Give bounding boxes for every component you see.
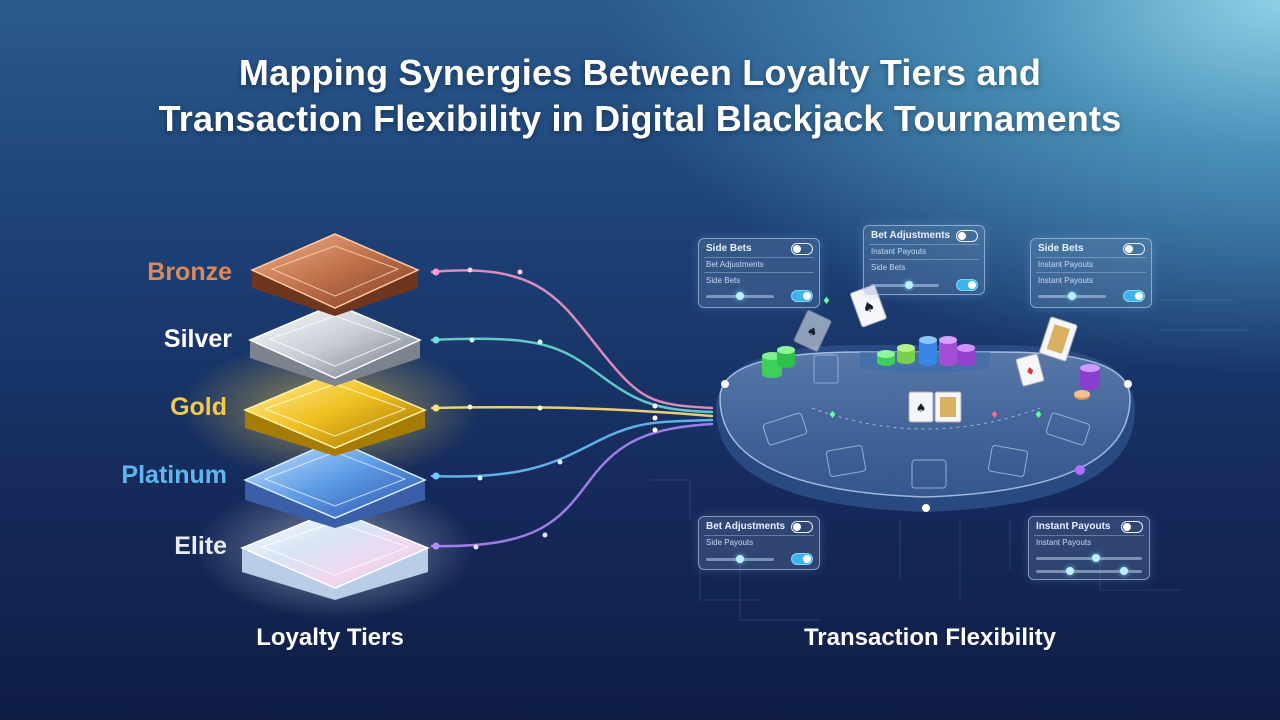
panel-slider[interactable] <box>1036 567 1142 575</box>
panel-toggle[interactable] <box>1123 290 1145 302</box>
chip-stacks <box>762 336 1100 400</box>
panel-bottom-left: Bet Adjustments Side Payouts <box>698 516 820 570</box>
panel-row: Side Bets <box>706 276 741 285</box>
gold-hexagon <box>243 371 427 456</box>
panel-row: Side Bets <box>871 263 906 272</box>
tier-label-platinum: Platinum <box>121 461 227 489</box>
panel-row: Instant Payouts <box>1036 538 1092 547</box>
svg-text:♠: ♠ <box>916 401 927 415</box>
panel-row: Instant Payouts <box>1038 260 1094 269</box>
svg-text:♦: ♦ <box>828 410 837 421</box>
bet-adjustments-toggle[interactable] <box>791 521 813 533</box>
panel-slider[interactable] <box>706 555 774 563</box>
svg-text:♠: ♠ <box>860 298 877 317</box>
blackjack-table <box>716 345 1135 512</box>
tier-label-bronze: Bronze <box>147 258 232 286</box>
panel-bottom-right: Instant Payouts Instant Payouts <box>1028 516 1150 580</box>
divider <box>1036 272 1146 273</box>
divider <box>1036 257 1146 258</box>
panel-slider[interactable] <box>706 292 774 300</box>
panel-toggle[interactable] <box>956 279 978 291</box>
page-title: Mapping Synergies Between Loyalty Tiers … <box>0 50 1280 142</box>
panel-row: Side Payouts <box>706 538 754 547</box>
loyalty-tiers-label: Loyalty Tiers <box>256 624 404 651</box>
platinum-connector <box>430 418 714 478</box>
divider <box>1034 535 1144 536</box>
divider <box>704 272 814 273</box>
svg-text:♦: ♦ <box>822 296 831 307</box>
title-line-1: Mapping Synergies Between Loyalty Tiers … <box>238 52 1042 93</box>
panel-header: Instant Payouts <box>1036 521 1111 532</box>
tier-label-silver: Silver <box>163 325 232 353</box>
transaction-flexibility-label: Transaction Flexibility <box>803 624 1057 651</box>
elite-hexagon <box>240 509 430 600</box>
elite-connector <box>430 422 714 548</box>
panel-toggle[interactable] <box>791 553 813 565</box>
svg-text:♦: ♦ <box>1024 364 1037 379</box>
silver-hexagon <box>248 303 422 386</box>
panel-row: Instant Payouts <box>1038 276 1094 285</box>
title-line-2: Transaction Flexibility in Digital Black… <box>158 98 1122 139</box>
divider <box>869 259 979 260</box>
playing-cards: ♠ ♠ ♠ ♦ ♦ ♦ ♦ ♦ <box>793 284 1078 423</box>
circuit-traces <box>650 299 1250 621</box>
panel-row: Instant Payouts <box>871 247 927 256</box>
divider <box>869 244 979 245</box>
side-bets-toggle[interactable] <box>791 243 813 255</box>
svg-text:♦: ♦ <box>990 410 999 421</box>
panel-top-center: Bet Adjustments Instant Payouts Side Bet… <box>863 225 985 295</box>
panel-slider[interactable] <box>1038 292 1106 300</box>
divider <box>704 257 814 258</box>
silver-connector <box>430 337 714 414</box>
platinum-hexagon <box>243 439 427 528</box>
bronze-hexagon <box>250 233 420 316</box>
panel-top-right: Side Bets Instant Payouts Instant Payout… <box>1030 238 1152 308</box>
panel-header: Side Bets <box>706 243 752 254</box>
panel-slider[interactable] <box>1036 554 1142 562</box>
bet-adjustments-toggle[interactable] <box>956 230 978 242</box>
bronze-connector <box>430 269 714 410</box>
panel-top-left: Side Bets Bet Adjustments Side Bets <box>698 238 820 308</box>
divider <box>704 535 814 536</box>
panel-header: Bet Adjustments <box>871 230 951 241</box>
connection-lines <box>430 269 714 548</box>
tier-label-gold: Gold <box>170 393 227 421</box>
tier-label-elite: Elite <box>174 532 227 560</box>
panel-header: Side Bets <box>1038 243 1084 254</box>
connector-nodes <box>432 267 658 550</box>
instant-payouts-toggle[interactable] <box>1121 521 1143 533</box>
panel-row: Bet Adjustments <box>706 260 764 269</box>
svg-text:♦: ♦ <box>1034 410 1043 421</box>
panel-toggle[interactable] <box>791 290 813 302</box>
side-bets-toggle[interactable] <box>1123 243 1145 255</box>
panel-header: Bet Adjustments <box>706 521 786 532</box>
panel-slider[interactable] <box>871 281 939 289</box>
svg-text:♠: ♠ <box>804 323 820 340</box>
